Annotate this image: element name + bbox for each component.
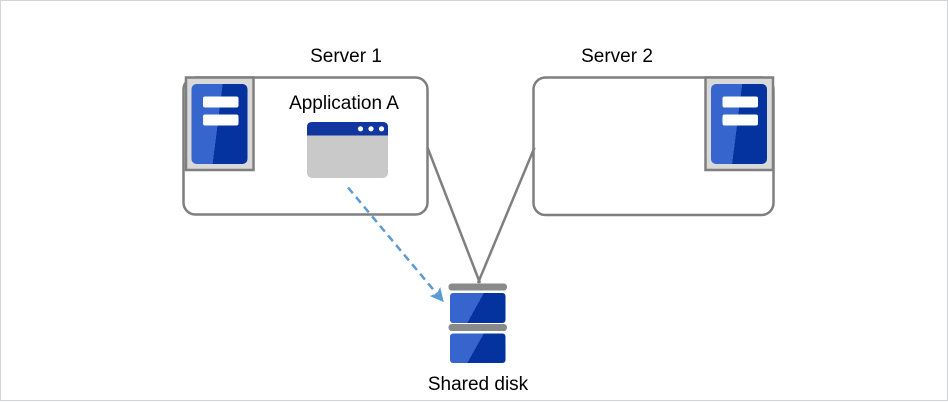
app-window-icon [307, 122, 388, 178]
server-icon [191, 84, 248, 164]
titlebar-dot [368, 126, 374, 132]
server1-label: Server 1 [310, 46, 382, 67]
application-a-label: Application A [289, 93, 399, 114]
disk-bar [448, 283, 507, 291]
app-window-titlebar [307, 122, 388, 136]
connector-server2-disk [476, 147, 536, 284]
app-window-body [307, 122, 388, 178]
server-icon [711, 84, 767, 164]
disk-bar [448, 324, 507, 331]
disk-unit [450, 293, 506, 323]
disk-stack-icon [448, 283, 507, 363]
shared-disk-label: Shared disk [428, 374, 529, 395]
titlebar-dot [357, 126, 364, 132]
disk-unit [450, 333, 506, 363]
server2-label: Server 2 [581, 46, 653, 67]
connector-server1-disk [426, 147, 482, 284]
titlebar-dot [378, 126, 385, 132]
